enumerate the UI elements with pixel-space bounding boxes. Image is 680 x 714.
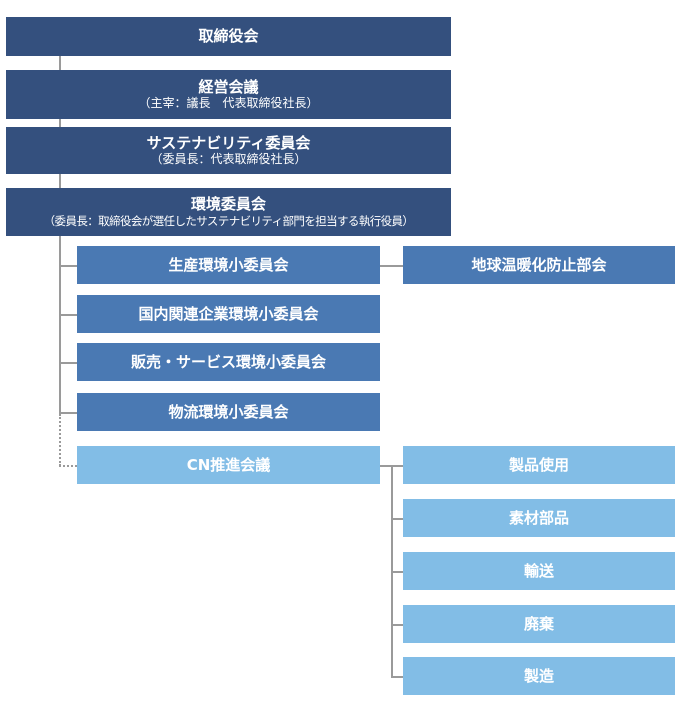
cn-group-label: 製造 [523, 666, 554, 685]
warming-link-line [380, 265, 403, 267]
cn-group-box: 廃棄 [403, 605, 675, 643]
subcommittee-label: 生産環境小委員会 [168, 255, 289, 274]
management-box: 経営会議 （主宰：議長 代表取締役社長） [6, 70, 451, 119]
subcommittee-box: 生産環境小委員会 [77, 246, 380, 284]
cn-dotted-connector [59, 465, 77, 467]
main-trunk-line [59, 56, 61, 70]
cn-group-box: 製品使用 [403, 446, 675, 484]
environment-title: 環境委員会 [190, 195, 266, 214]
cn-group-box: 製造 [403, 657, 675, 695]
cn-council-label: CN推進会議 [186, 455, 271, 474]
global-warming-box: 地球温暖化防止部会 [403, 246, 675, 284]
main-trunk-line [59, 119, 61, 127]
management-title: 経営会議 [198, 77, 259, 96]
sustainability-box: サステナビリティ委員会 （委員長：代表取締役社長） [6, 127, 451, 174]
subcommittee-box: 物流環境小委員会 [77, 393, 380, 431]
board-title: 取締役会 [198, 27, 259, 46]
global-warming-label: 地球温暖化防止部会 [471, 255, 607, 274]
branch-line [391, 676, 403, 678]
subcommittee-label: 販売・サービス環境小委員会 [130, 352, 326, 371]
subcommittee-trunk-line [59, 236, 61, 414]
branch-line [59, 362, 77, 364]
branch-line [391, 624, 403, 626]
branch-line [59, 265, 77, 267]
environment-box: 環境委員会 （委員長：取締役会が選任したサステナビリティ部門を担当する執行役員） [6, 188, 451, 236]
subcommittee-box: 販売・サービス環境小委員会 [77, 343, 380, 381]
main-trunk-line [59, 174, 61, 188]
branch-line [391, 571, 403, 573]
subcommittee-label: 物流環境小委員会 [168, 402, 289, 421]
branch-line [59, 412, 77, 414]
cn-group-label: 輸送 [523, 561, 554, 580]
branch-line [391, 518, 403, 520]
branch-line [59, 314, 77, 316]
cn-group-label: 素材部品 [508, 508, 569, 527]
subcommittee-box: 国内関連企業環境小委員会 [77, 295, 380, 333]
cn-dotted-connector [59, 414, 61, 466]
board-box: 取締役会 [6, 17, 451, 56]
cn-group-box: 輸送 [403, 552, 675, 590]
subcommittee-label: 国内関連企業環境小委員会 [138, 304, 319, 323]
sustainability-title: サステナビリティ委員会 [146, 133, 311, 152]
cn-group-label: 廃棄 [523, 614, 554, 633]
sustainability-subtitle: （委員長：代表取締役社長） [150, 152, 307, 167]
cn-council-box: CN推進会議 [77, 446, 380, 484]
cn-group-box: 素材部品 [403, 499, 675, 537]
cn-group-label: 製品使用 [508, 455, 569, 474]
management-subtitle: （主宰：議長 代表取締役社長） [138, 96, 319, 111]
environment-subtitle: （委員長：取締役会が選任したサステナビリティ部門を担当する執行役員） [43, 214, 414, 229]
